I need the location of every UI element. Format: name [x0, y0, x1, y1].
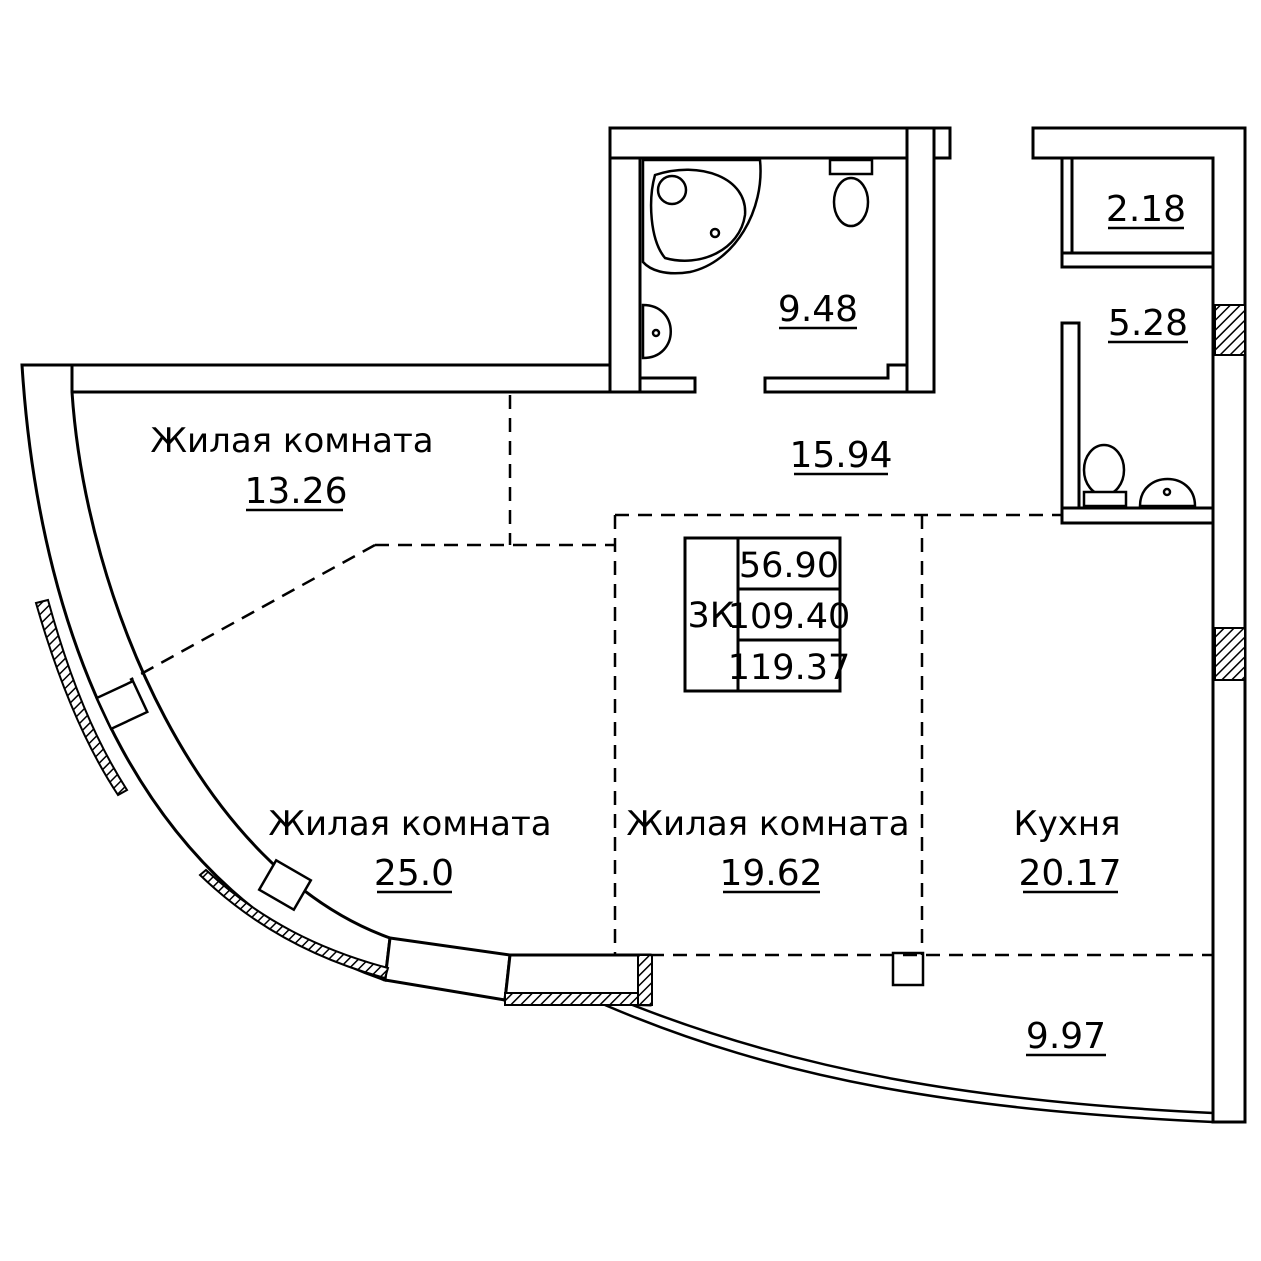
room-living-big: Жилая комната 25.0: [268, 804, 551, 894]
bathtub-icon: [641, 158, 762, 275]
room-balcony: 9.97: [1026, 1016, 1106, 1057]
walls: [20, 126, 1247, 1124]
room-area: 2.18: [1106, 189, 1186, 230]
total-area: 109.40: [728, 597, 850, 637]
room-name: Жилая комната: [268, 804, 551, 844]
living-area: 56.90: [739, 546, 839, 586]
room-area: 15.94: [789, 435, 892, 476]
columns: [95, 679, 925, 987]
room-area: 19.62: [719, 853, 822, 894]
total-with-balcony: 119.37: [728, 648, 850, 688]
room-area: 5.28: [1108, 303, 1188, 344]
room-living-small: Жилая комната 13.26: [150, 421, 433, 512]
room-area: 20.17: [1018, 853, 1121, 894]
toilet-icon: [828, 158, 874, 228]
room-area: 9.97: [1026, 1016, 1106, 1057]
wc-toilet-icon: [1082, 443, 1128, 508]
room-storage: 2.18: [1106, 189, 1186, 230]
room-living-mid: Жилая комната 19.62: [626, 804, 909, 894]
room-wc: 5.28: [1108, 303, 1188, 344]
apartment-type: 3К: [687, 596, 734, 636]
room-area: 25.0: [374, 853, 454, 894]
room-area: 9.48: [778, 289, 858, 330]
zone-boundaries: [129, 395, 1213, 957]
room-name: Жилая комната: [626, 804, 909, 844]
room-name: Кухня: [1013, 804, 1120, 844]
room-kitchen: Кухня 20.17: [1013, 804, 1121, 894]
sink-icon: [641, 303, 672, 360]
wc-sink-icon: [1138, 477, 1197, 508]
windows: [34, 304, 1246, 1006]
room-name: Жилая комната: [150, 421, 433, 461]
area-summary-table: 3К 56.90 109.40 119.37: [683, 536, 850, 693]
room-area: 13.26: [244, 471, 347, 512]
room-bathroom: 9.48: [778, 289, 858, 330]
room-hall: 15.94: [789, 435, 892, 476]
